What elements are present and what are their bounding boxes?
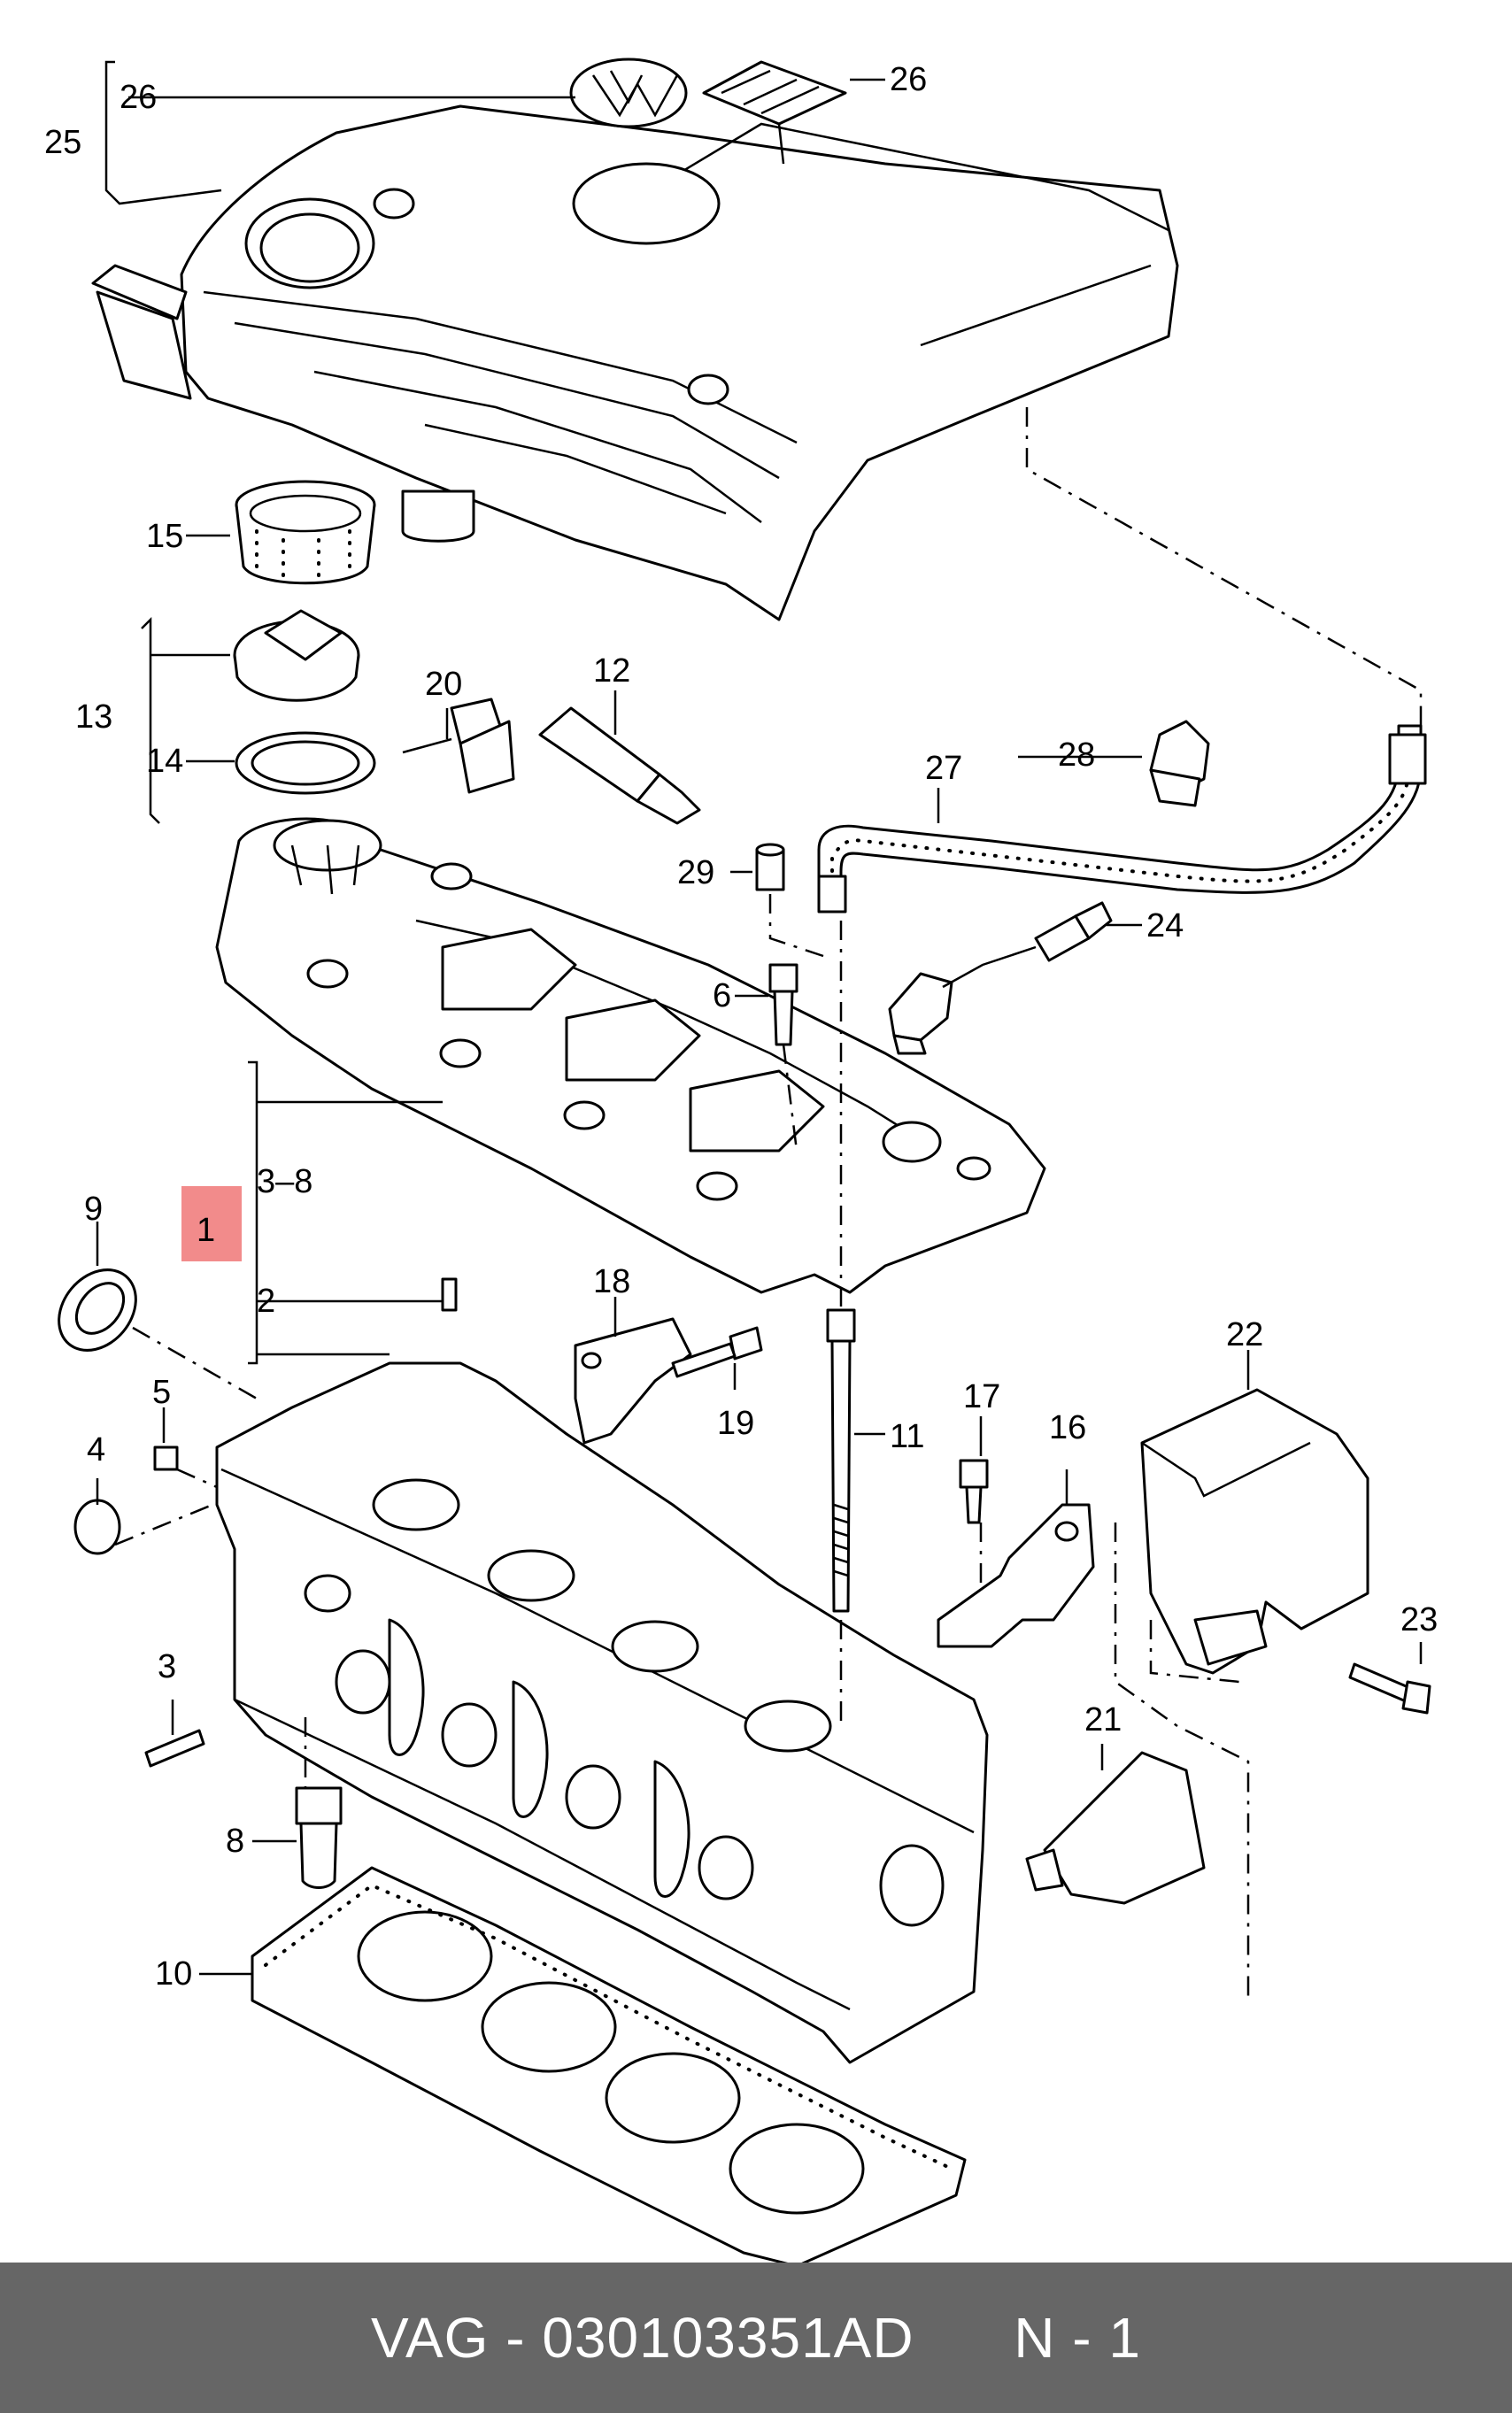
seal-9 [58,1268,137,1352]
leader-lines [96,60,1423,1976]
bolt-19 [671,1326,763,1378]
footer-text: VAG - 030103351AD N - 1 [371,2305,1141,2371]
plug-4 [73,1499,121,1555]
callout-17: 17 [963,1378,1000,1415]
footer-separator: - [489,2306,543,2370]
alignment-lines [114,407,1423,2001]
callout-23: 23 [1400,1601,1438,1638]
bolt-17 [959,1459,989,1524]
callout-10: 10 [155,1955,192,1993]
callout-11: 11 [890,1418,924,1455]
callout-16: 16 [1049,1409,1086,1446]
bolt-6 [768,963,798,1046]
seal-ring-14 [235,731,376,795]
callout-13: 13 [75,698,112,736]
callout-8: 8 [226,1823,244,1860]
emblem-tdi-badge [702,60,847,165]
clip-20 [402,698,515,794]
callout-9: 9 [84,1191,103,1228]
guide-8 [295,1786,343,1889]
head-gasket-10 [251,1866,967,2263]
callout-29: 29 [677,854,714,891]
oil-filler-cap-13 [233,609,360,702]
footer-gap [914,2306,1014,2370]
callout-18: 18 [593,1263,630,1300]
callout-25: 25 [44,124,81,161]
sleeve-15 [235,480,376,585]
footer-position: N - 1 [1014,2306,1141,2370]
callout-4: 4 [87,1431,105,1469]
bracket-18 [574,1317,692,1445]
engine-cover [91,104,1179,621]
mount-21 [1025,1751,1206,1905]
pin-2 [441,1277,458,1312]
exploded-parts-diagram: 26 26 25 15 13 14 20 12 29 27 28 24 6 3–… [44,58,1438,2263]
bolt-23 [1348,1662,1431,1715]
callout-3: 3 [158,1648,176,1685]
valve-28 [1149,720,1210,807]
callout-20: 20 [425,666,462,703]
callout-22: 22 [1226,1316,1263,1353]
bracket-16 [937,1503,1095,1648]
callout-26-left: 26 [120,79,157,116]
highlight-box [181,1186,242,1261]
footer-part-number: 030103351AD [542,2306,914,2370]
part-number-footer: VAG - 030103351AD N - 1 [0,2263,1512,2413]
callout-1: 1 [197,1212,215,1249]
callout-19: 19 [717,1405,754,1442]
head-bolt-11 [826,1308,856,1613]
callout-6: 6 [713,977,731,1014]
callout-2: 2 [257,1283,275,1320]
callout-3-8: 3–8 [257,1163,312,1200]
callout-14: 14 [146,743,183,780]
footer-brand: VAG [371,2306,490,2370]
callout-27: 27 [925,750,962,787]
callout-12: 12 [593,652,630,690]
sealant-tube-12 [538,706,701,825]
callout-26-right: 26 [890,61,927,98]
cylinder-head [215,1361,989,2064]
callout-28: 28 [1058,736,1095,774]
sensor-24 [888,901,1113,1055]
control-unit-22 [1140,1388,1369,1675]
cap-29 [755,843,785,891]
callout-labels: 26 26 25 15 13 14 20 12 29 27 28 24 6 3–… [44,61,1438,1993]
callout-5: 5 [152,1374,171,1411]
callout-15: 15 [146,518,183,555]
callout-21: 21 [1084,1701,1122,1738]
emblem-vw-round [569,58,688,128]
stud-3 [144,1729,205,1768]
dowel-pin-5 [153,1445,179,1471]
breather-hose-27 [817,724,1427,914]
callout-24: 24 [1146,907,1184,944]
cylinder-head-cover [215,817,1046,1294]
